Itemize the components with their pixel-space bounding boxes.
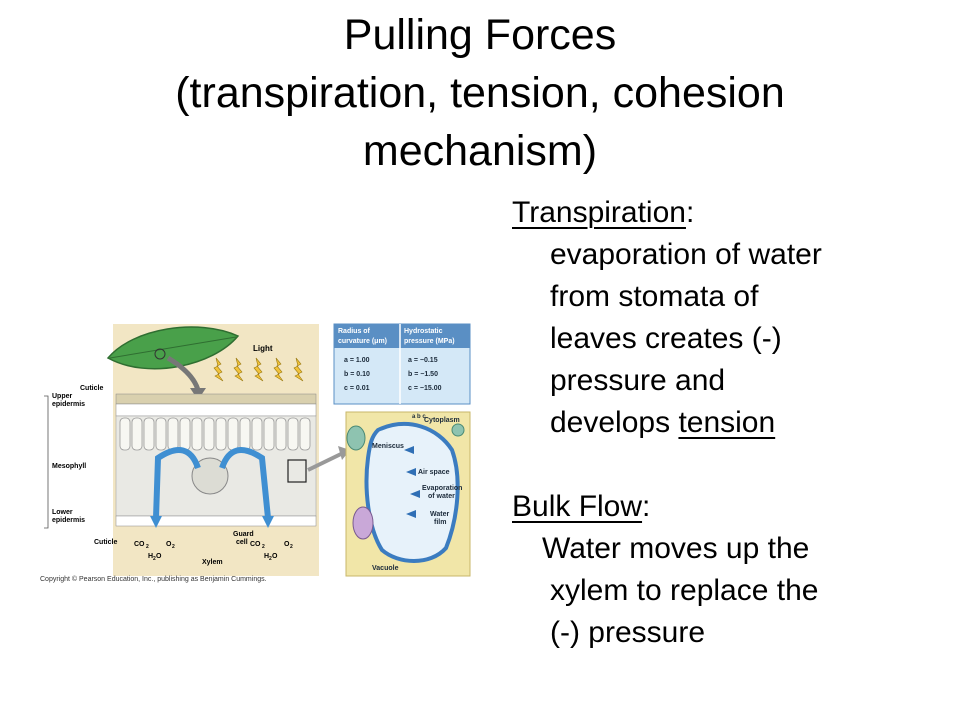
copyright-notice: Copyright © Pearson Education, Inc., pub… [40,576,267,583]
upper-epidermis-label-2: epidermis [52,401,85,408]
transpiration-paragraph: Transpiration: evaporation of water from… [512,196,822,439]
table-row-c-pressure: c = −15.00 [408,385,442,392]
table-row-a-radius: a = 1.00 [344,357,370,364]
svg-text:O: O [156,553,162,560]
svg-text:O: O [272,553,278,560]
svg-text:O: O [284,541,290,548]
evaporation-label-2: of water [428,493,455,500]
svg-text:2: 2 [172,544,175,550]
svg-text:Hydrostatic: Hydrostatic [404,328,443,335]
transpiration-term: Transpiration [512,196,686,229]
bulk-flow-term: Bulk Flow [512,490,643,523]
slide-body: Transpiration: evaporation of water from… [512,192,952,654]
detail-box [287,459,307,483]
svg-text:CO: CO [250,541,261,548]
evaporation-label-1: Evaporation [422,485,462,492]
svg-text:CO: CO [134,541,145,548]
svg-text:2: 2 [269,556,272,562]
svg-text:2: 2 [290,544,293,550]
table-row-a-pressure: a = −0.15 [408,357,438,364]
cuticle-layer [115,393,317,405]
air-space-inset: Cytoplasm a b c Meniscus Air space Evapo… [345,411,471,577]
upper-epidermis-layer [115,403,317,417]
title-line-3: mechanism) [362,127,598,175]
svg-text:2: 2 [153,556,156,562]
light-label: Light [253,344,273,353]
svg-text:Radius of: Radius of [338,328,371,335]
cytoplasm-label: Cytoplasm [424,417,460,424]
meniscus-label: Meniscus [372,443,404,450]
palisade-cells [119,417,311,451]
svg-text:H: H [148,553,153,560]
xylem-label: Xylem [202,559,223,566]
leaf-transpiration-figure: Light [38,318,478,588]
slide-title: Pulling Forces (transpiration, tension, … [0,6,960,180]
lower-epidermis-label-1: Lower [52,509,73,516]
mesophyll-label: Mesophyll [52,463,86,470]
water-flow-arrows-icon [153,447,271,519]
tension-term: tension [678,406,776,439]
cuticle-bottom-label: Cuticle [94,539,117,546]
water-film-label-2: film [434,519,446,526]
table-row-b-pressure: b = −1.50 [408,371,438,378]
air-space-label: Air space [418,469,450,476]
svg-text:curvature (μm): curvature (μm) [338,338,387,345]
svg-text:H: H [264,553,269,560]
svg-text:a b c: a b c [412,414,426,420]
vacuole-label: Vacuole [372,565,399,572]
svg-text:pressure (MPa): pressure (MPa) [404,338,455,345]
cuticle-top-label: Cuticle [80,385,103,392]
svg-text:2: 2 [146,544,149,550]
water-film-label-1: Water [430,511,449,518]
vein-bundle [191,457,229,495]
lower-epidermis-layer [115,515,317,527]
bulk-flow-paragraph: Bulk Flow: Water moves up the xylem to r… [512,490,819,649]
upper-epidermis-label-1: Upper [52,393,73,400]
guard-cell-label-1: Guard [233,531,254,538]
table-row-c-radius: c = 0.01 [344,385,370,392]
title-line-1: Pulling Forces [343,11,617,59]
title-line-2: (transpiration, tension, cohesion [175,69,785,117]
svg-text:O: O [166,541,172,548]
curvature-pressure-table: Radius of curvature (μm) Hydrostatic pre… [333,323,471,405]
leaf-icon [106,326,240,370]
light-rays-icon [213,357,304,382]
svg-text:2: 2 [262,544,265,550]
zoom-arrow-icon [166,355,201,391]
guard-cell-label-2: cell [236,539,248,546]
table-row-b-radius: b = 0.10 [344,371,370,378]
lower-epidermis-label-2: epidermis [52,517,85,524]
